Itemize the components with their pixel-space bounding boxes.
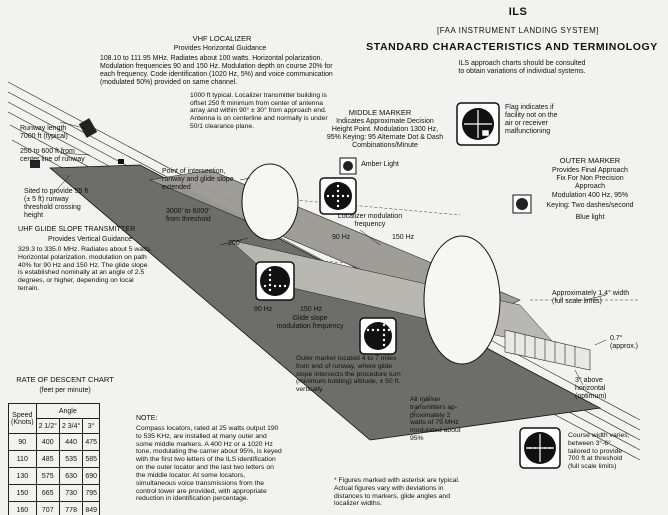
rate-cell: 485	[35, 450, 60, 468]
rate-cell: 778	[58, 501, 84, 515]
indicator-flag	[456, 102, 500, 146]
speed-cell: 110	[8, 450, 37, 468]
intersection-label: Point of intersection, runway and glide …	[162, 168, 234, 192]
width-200-arrow	[219, 237, 249, 246]
glide-slope-modulation-title: Glide slope modulation frequency	[276, 315, 344, 331]
glide-slope-modulation-right: 150 Hz	[300, 306, 323, 313]
rate-cell: 730	[58, 484, 84, 502]
course-width-note: Course width varies; between 3°-6° tailo…	[568, 432, 630, 471]
glide-slope-antenna	[30, 160, 40, 168]
speed-cell: 130	[8, 467, 37, 485]
table-row: 130 575 630 690	[8, 467, 100, 485]
rate-cell: 440	[58, 433, 84, 451]
rate-cell: 795	[82, 484, 100, 502]
outer-marker-title: OUTER MARKER	[559, 156, 621, 165]
table-row: 150 665 730 795	[8, 484, 100, 502]
angle-header: Angle	[35, 403, 101, 419]
speed-header: Speed (Knots)	[8, 403, 37, 434]
threshold-distance-label: 3000' to 6000' from threshold	[166, 208, 211, 224]
approach-chart-note: ILS approach charts should be consulted …	[458, 60, 586, 76]
glide-slope-body: 329.3 to 335.0 MHz. Radiates about 5 wat…	[18, 246, 153, 293]
leader-lines	[51, 121, 607, 415]
glide-slope-modulation-left: 90 Hz	[254, 306, 273, 313]
rate-cell: 665	[35, 484, 60, 502]
angle-column-header: 2 1/2°	[35, 418, 60, 434]
rate-cell: 575	[35, 467, 60, 485]
centerline-offset-label: 250 to 600 ft from center line of runway	[20, 148, 85, 164]
rate-of-descent-table: Speed (Knots) Angle 2 1/2° 2 3/4° 3° 90 …	[8, 403, 101, 515]
main-subtitle: [FAA INSTRUMENT LANDING SYSTEM]	[436, 26, 600, 35]
sited-label: Sited to provide 55 ft (± 5 ft) runway t…	[24, 188, 89, 220]
glide-slope-subtitle: Provides Vertical Guidance	[47, 236, 133, 243]
middle-marker-light	[339, 157, 357, 175]
rate-cell: 400	[35, 433, 60, 451]
localizer-modulation-title: Localizer modulation frequency	[337, 213, 403, 229]
middle-marker-body: Indicates Approximate Decision Height Po…	[326, 118, 444, 150]
rate-chart-title: RATE OF DESCENT CHART	[16, 375, 114, 384]
vhf-localizer-body: 108.10 to 111.95 MHz. Radiates about 100…	[100, 55, 333, 86]
threshold-marker	[118, 159, 124, 164]
rate-cell: 849	[82, 501, 100, 515]
note-title: NOTE:	[136, 415, 158, 422]
indicator-on-course-1	[319, 177, 357, 215]
localizer-antenna	[78, 118, 98, 138]
middle-marker-title: MIDDLE MARKER	[348, 108, 412, 117]
speed-cell: 160	[8, 501, 37, 515]
table-row: 110 485 535 585	[8, 450, 100, 468]
angle-column-header: 3°	[82, 418, 100, 434]
middle-marker-light-label: Amber Light	[361, 161, 399, 168]
outer-marker-light	[512, 194, 532, 214]
main-title: ILS	[508, 6, 528, 18]
vhf-localizer-title: VHF LOCALIZER	[192, 34, 252, 43]
localizer-width-steps	[504, 329, 591, 371]
outer-marker-light-label: Blue light	[575, 214, 605, 221]
indicator-fly-left	[255, 261, 295, 301]
localizer-modulation-left: 90 Hz	[332, 234, 351, 241]
rate-cell: 585	[82, 450, 100, 468]
localizer-building-note: 1000 ft typical. Localizer transmitter b…	[190, 92, 328, 130]
indicator-full-scale	[519, 427, 561, 469]
rate-chart-subtitle: (feet per minute)	[39, 387, 91, 394]
outer-marker-lobe	[423, 235, 501, 365]
outer-marker-body: Provides Final Approach Fix For Non Prec…	[552, 167, 628, 191]
vhf-localizer-subtitle: Provides Horizontal Guidance	[173, 45, 267, 52]
rate-cell: 535	[58, 450, 84, 468]
vertical-angle-label: 0.7° (approx.)	[610, 335, 639, 351]
rate-cell: 707	[35, 501, 60, 515]
speed-cell: 90	[8, 433, 37, 451]
indicator-fly-right	[359, 317, 397, 355]
angle-column-header: 2 3/4°	[58, 418, 84, 434]
note-body: Compass locators, rated at 25 watts outp…	[136, 425, 282, 503]
rate-cell: 475	[82, 433, 100, 451]
outer-marker-location-note: Outer marker located 4 to 7 miles from e…	[296, 355, 401, 394]
table-row: 160 707 778 849	[8, 501, 100, 515]
above-horizontal-label: 3° above horizontal (optimum)	[575, 377, 607, 401]
outer-marker-modulation: Modulation 400 Hz, 95%	[551, 192, 629, 199]
runway	[48, 164, 602, 441]
runway-length-label: Runway length 7000 ft (typical)	[20, 125, 68, 141]
rate-cell: 630	[58, 467, 84, 485]
outer-marker-keying: Keying: Two dashes/second	[546, 202, 634, 209]
speed-cell: 150	[8, 484, 37, 502]
main-heading: STANDARD CHARACTERISTICS AND TERMINOLOGY	[366, 41, 658, 53]
width-note: Approximately 1.4° width (full scale lim…	[552, 290, 630, 306]
all-markers-note: All marker transmitters ap- proximately …	[410, 396, 461, 443]
flag-note: Flag indicates if facility not on the ai…	[505, 104, 558, 136]
table-row: 90 400 440 475	[8, 433, 100, 451]
glide-slope-title: UHF GLIDE SLOPE TRANSMITTER	[18, 224, 136, 233]
figures-note: * Figures marked with asterisk are typic…	[334, 477, 460, 508]
rate-cell: 690	[82, 467, 100, 485]
width-200-label: 200'	[228, 240, 242, 247]
middle-marker-lobe	[241, 163, 299, 241]
localizer-modulation-right: 150 Hz	[392, 234, 415, 241]
